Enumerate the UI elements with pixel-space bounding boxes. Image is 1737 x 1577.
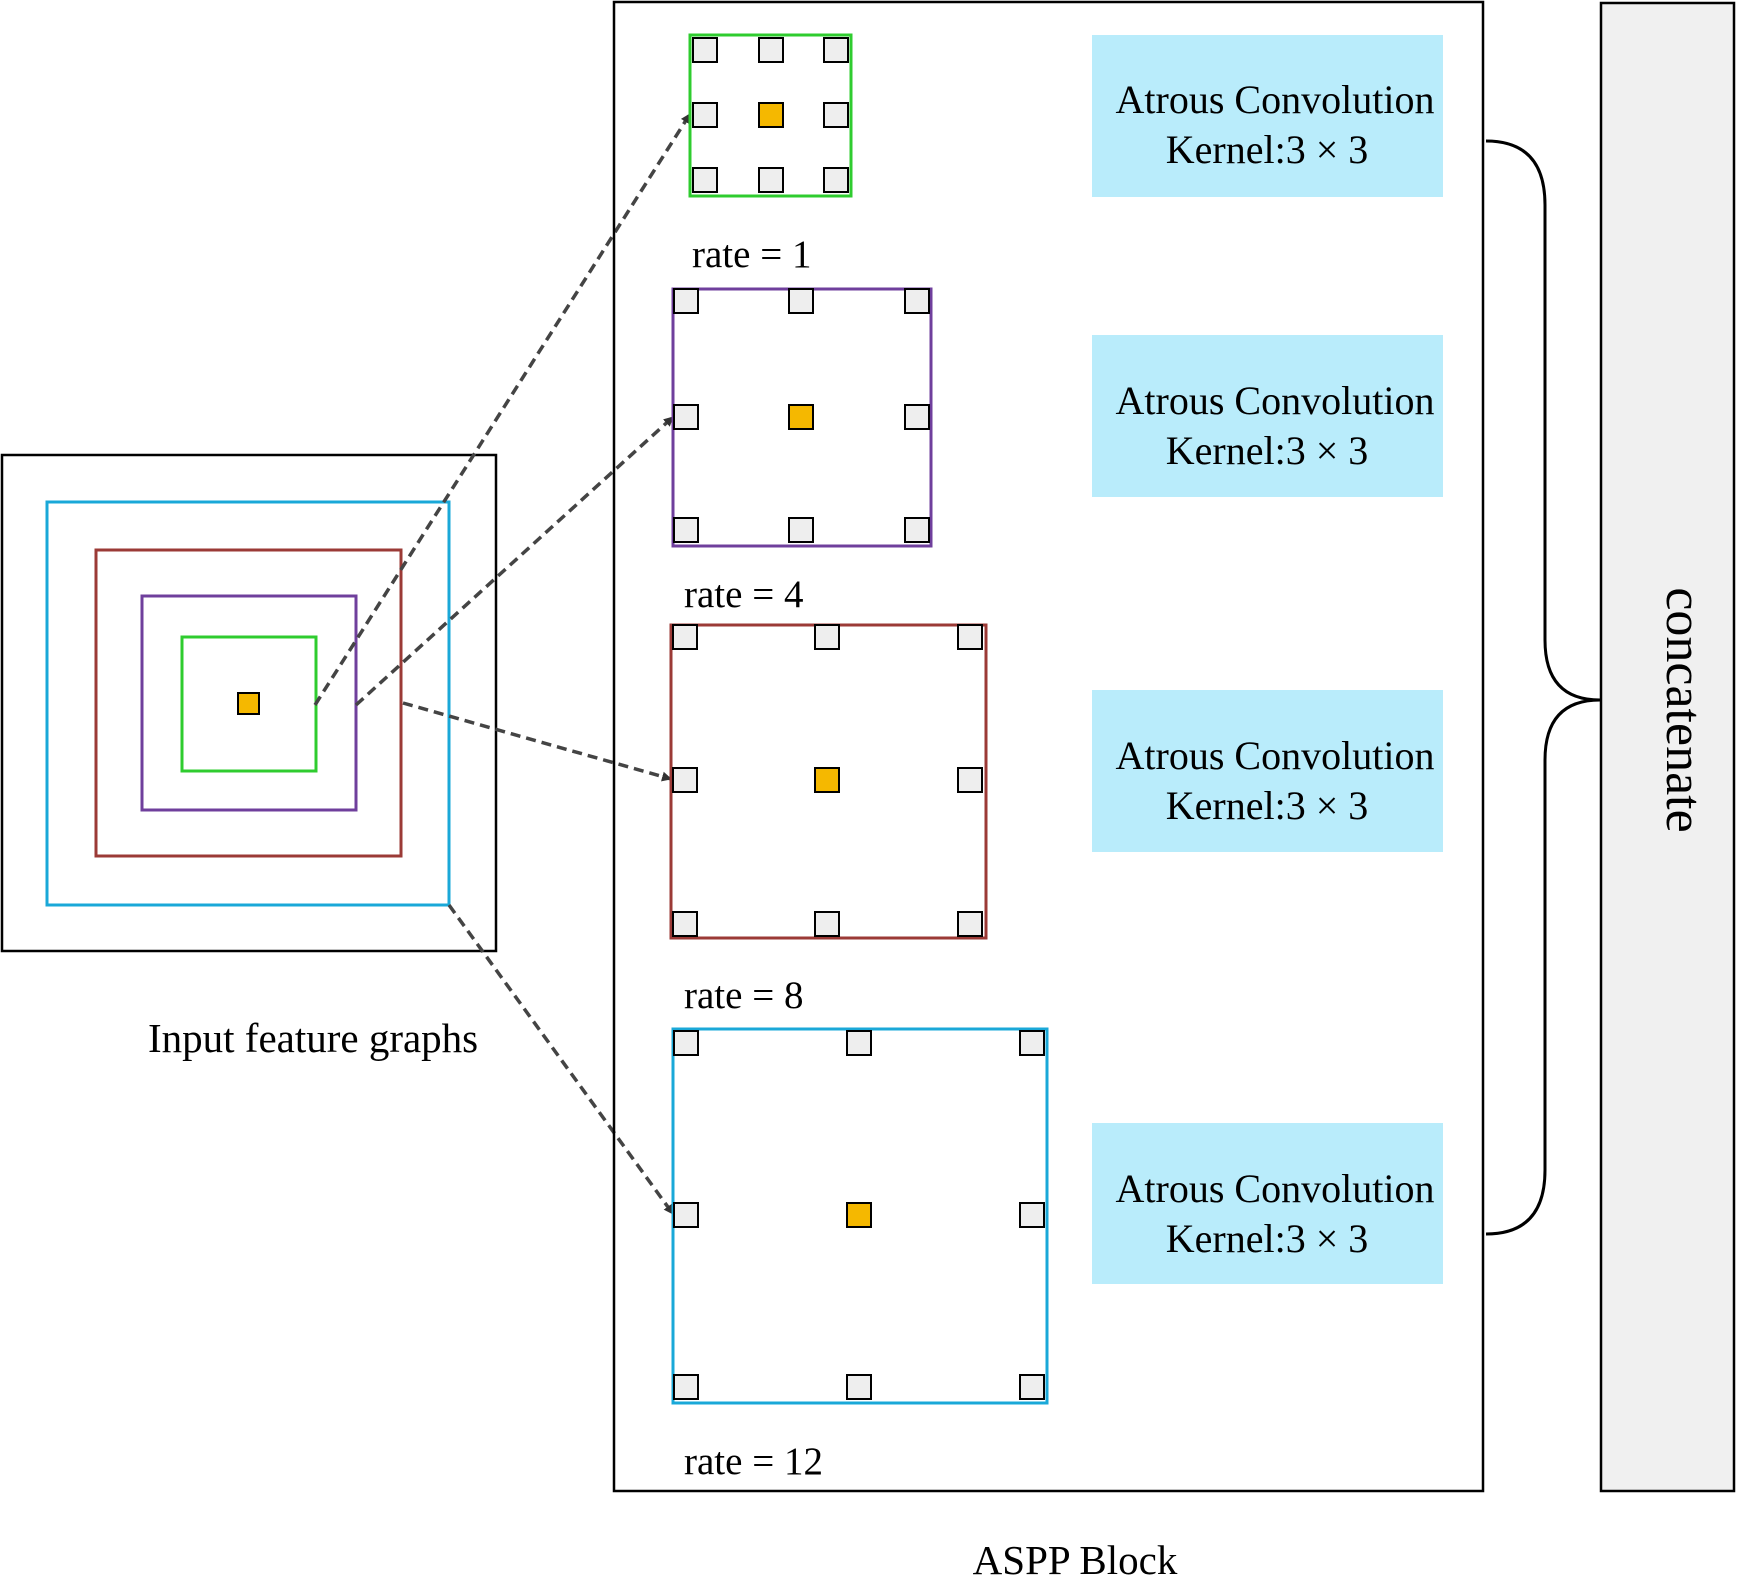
sample-cell [904,517,930,543]
connector-arrows [313,113,692,1216]
conv-kernel: Kernel:3 × 3 [1166,127,1369,172]
conv-box-background [1092,335,1443,497]
kernel-grid-rate-8 [669,623,988,940]
conv-box-background [1092,1123,1443,1284]
sample-cell [1019,1030,1045,1056]
conv-box-rate-8: Atrous Convolution Kernel:3 × 3 [1092,690,1443,852]
sample-cell [823,167,849,193]
arrow-to-rate-8 [402,701,672,782]
kernel-center-cell [758,102,784,128]
concatenate-label: concatenate [1655,587,1712,832]
sample-cell [673,1030,699,1056]
sample-cell [673,1202,699,1228]
input-ring-rate-8 [94,548,403,858]
kernel-grid-rate-12 [671,1027,1049,1405]
sample-cell [692,102,718,128]
conv-title: Atrous Convolution [1116,378,1435,423]
sample-cell [823,37,849,63]
rate-label-8: rate = 8 [684,974,803,1017]
sample-cell [1019,1374,1045,1400]
sample-cell [814,911,840,937]
sample-cell [673,404,699,430]
sample-cell [846,1030,872,1056]
kernel-center-cell [788,404,814,430]
conv-box-rate-12: Atrous Convolution Kernel:3 × 3 [1092,1123,1443,1284]
arrow-to-rate-4 [354,415,675,707]
conv-title: Atrous Convolution [1116,1166,1435,1211]
conv-kernel: Kernel:3 × 3 [1166,1216,1369,1261]
sample-cell [957,767,983,793]
kernel-center-cell [846,1202,872,1228]
sample-cell [673,288,699,314]
conv-title: Atrous Convolution [1116,733,1435,778]
arrow-to-rate-1 [313,113,692,706]
sample-cell [788,288,814,314]
sample-cell [672,767,698,793]
conv-kernel: Kernel:3 × 3 [1166,783,1369,828]
sample-cell [846,1374,872,1400]
arrow-to-rate-12 [447,903,675,1216]
sample-cell [672,624,698,650]
input-feature-graph [0,453,498,953]
sample-cell [957,911,983,937]
concatenate-bar [1599,1,1736,1493]
conv-title: Atrous Convolution [1116,77,1435,122]
conv-box-background [1092,690,1443,852]
sample-cell [823,102,849,128]
conv-box-rate-1: Atrous Convolution Kernel:3 × 3 [1092,35,1443,197]
kernel-grid-rate-1 [688,33,853,198]
sample-cell [758,37,784,63]
input-outer-frame [0,453,498,953]
sample-cell [814,624,840,650]
sample-cell [673,517,699,543]
sample-cell [788,517,814,543]
kernel-frame-rate-1 [688,33,853,198]
merge-brace [1485,139,1601,1236]
aspp-block-caption: ASPP Block [973,1537,1178,1577]
sample-cell [672,911,698,937]
rate-label-1: rate = 1 [692,233,811,276]
rate-label-4: rate = 4 [684,573,803,616]
sample-cell [692,167,718,193]
kernel-grid-rate-4 [671,287,933,548]
sample-cell [957,624,983,650]
sample-cell [904,404,930,430]
input-center-cell [237,692,260,715]
input-ring-rate-12 [45,500,451,907]
conv-box-rate-4: Atrous Convolution Kernel:3 × 3 [1092,335,1443,497]
sample-cell [1019,1202,1045,1228]
conv-kernel: Kernel:3 × 3 [1166,428,1369,473]
sample-cell [673,1374,699,1400]
sample-cell [692,37,718,63]
conv-box-background [1092,35,1443,197]
aspp-block-frame [612,0,1485,1493]
sample-cell [758,167,784,193]
kernel-center-cell [814,767,840,793]
sample-cell [904,288,930,314]
rate-label-12: rate = 12 [684,1440,823,1483]
input-caption: Input feature graphs [148,1015,478,1061]
